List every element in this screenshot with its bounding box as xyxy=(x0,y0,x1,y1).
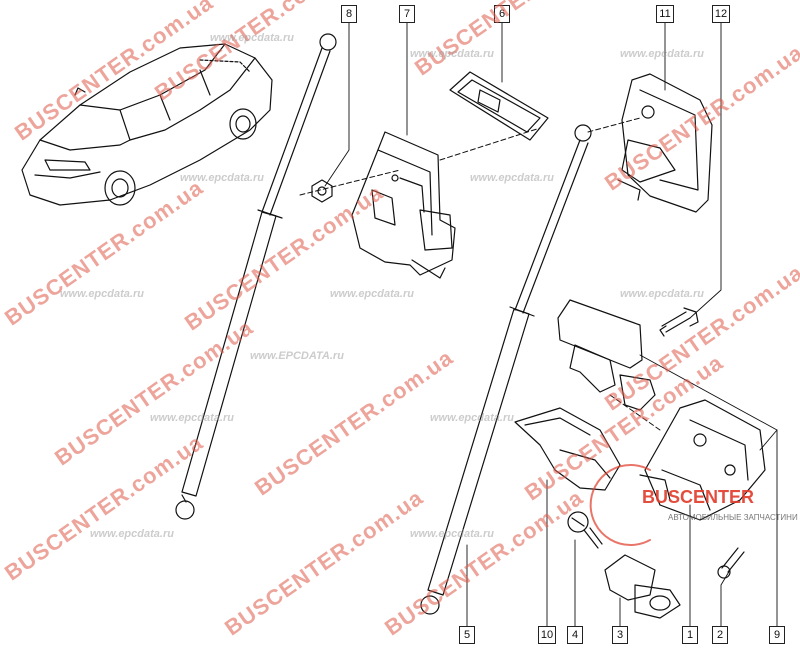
watermark: www.epcdata.ru xyxy=(180,172,264,184)
leader-lines xyxy=(324,22,778,629)
watermark: www.epcdata.ru xyxy=(210,32,294,44)
screw-part xyxy=(567,511,603,549)
watermark: www.epcdata.ru xyxy=(330,288,414,300)
callout-7: 7 xyxy=(399,5,415,23)
watermark: www.epcdata.ru xyxy=(410,48,494,60)
nut-part xyxy=(311,179,333,203)
watermark: www.epcdata.ru xyxy=(470,172,554,184)
cover-part xyxy=(514,407,621,491)
gas-strut-right xyxy=(420,124,592,615)
housing-part xyxy=(617,73,713,213)
callout-6: 6 xyxy=(494,5,510,23)
callout-1: 1 xyxy=(682,626,698,644)
watermark: www.epcdata.ru xyxy=(60,288,144,300)
logo-mark xyxy=(589,464,651,546)
guide-lines xyxy=(299,117,661,431)
small-bolt-part xyxy=(717,547,745,579)
watermark: www.epcdata.ru xyxy=(620,288,704,300)
callout-4: 4 xyxy=(567,626,583,644)
watermark: www.epcdata.ru xyxy=(90,528,174,540)
logo-subtitle: АВТОМОБИЛЬНЫЕ ЗАПЧАСТИНИ xyxy=(668,513,798,522)
lock-plate-part xyxy=(557,299,656,411)
watermark: www.EPCDATA.ru xyxy=(250,350,344,362)
plate-part xyxy=(449,71,549,141)
watermark: www.epcdata.ru xyxy=(430,412,514,424)
lock-mechanism-part xyxy=(639,399,766,521)
callout-2: 2 xyxy=(712,626,728,644)
callout-5: 5 xyxy=(459,626,475,644)
watermark: www.epcdata.ru xyxy=(410,528,494,540)
bracket-part xyxy=(351,131,456,279)
gas-strut-left xyxy=(175,33,337,520)
watermark: www.epcdata.ru xyxy=(150,412,234,424)
callout-11: 11 xyxy=(656,5,674,23)
callout-10: 10 xyxy=(538,626,556,644)
bolt-part xyxy=(659,307,699,337)
callout-12: 12 xyxy=(712,5,730,23)
logo-title: BUSCENTER xyxy=(642,487,755,507)
car-illustration xyxy=(21,43,273,206)
callout-8: 8 xyxy=(341,5,357,23)
callout-9: 9 xyxy=(769,626,785,644)
callout-3: 3 xyxy=(612,626,628,644)
watermark: www.epcdata.ru xyxy=(620,48,704,60)
lock-cylinder-part xyxy=(604,554,681,619)
